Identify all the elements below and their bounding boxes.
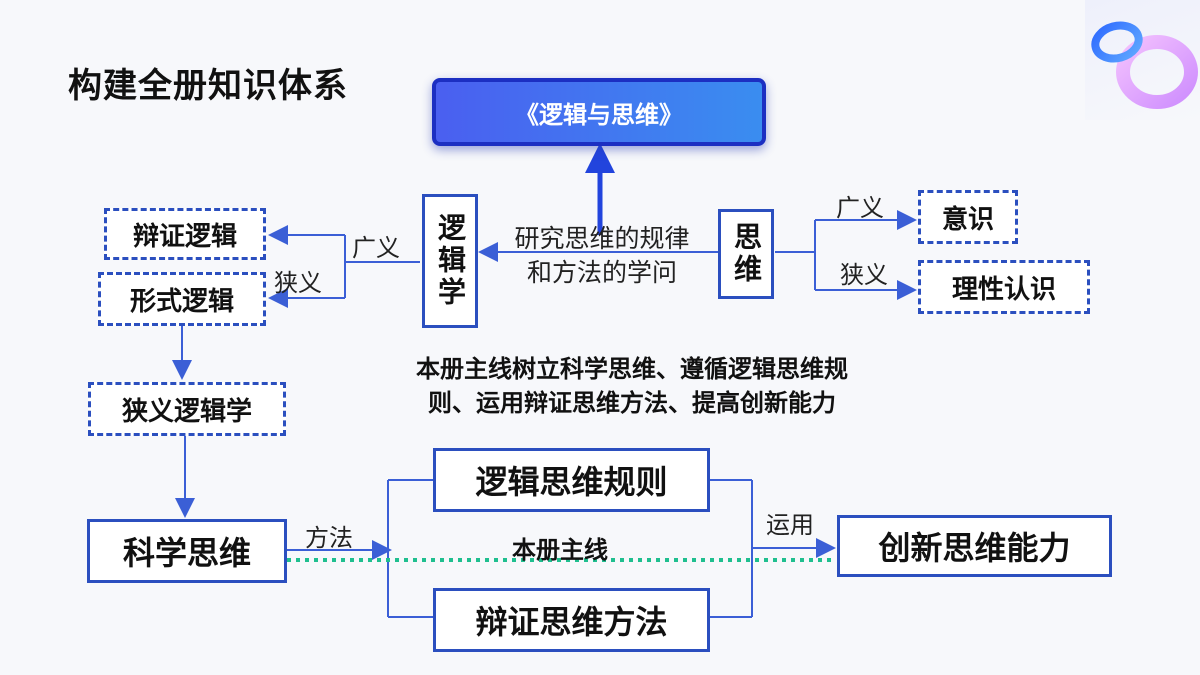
logic-node: 逻辑学 — [422, 194, 478, 328]
page-title: 构建全册知识体系 — [68, 66, 348, 106]
logic-definition-line2: 和方法的学问 — [526, 258, 677, 287]
dialectic-methods-node: 辩证思维方法 — [433, 588, 710, 652]
label-apply: 运用 — [766, 511, 814, 539]
summary-line2: 则、运用辩证思维方法、提高创新能力 — [428, 389, 836, 417]
label-narrow-right: 狭义 — [840, 261, 888, 289]
ring-decoration-icon — [1091, 21, 1198, 109]
summary-text: 本册主线树立科学思维、遵循逻辑思维规 则、运用辩证思维方法、提高创新能力 — [352, 352, 912, 420]
logic-definition-line1: 研究思维的规律 — [514, 224, 690, 253]
label-mainline: 本册主线 — [512, 536, 608, 564]
consciousness-node: 意识 — [918, 190, 1018, 244]
label-method: 方法 — [305, 524, 353, 552]
innovation-node: 创新思维能力 — [837, 515, 1112, 577]
label-broad-right: 广义 — [836, 194, 884, 222]
formal-logic-node: 形式逻辑 — [98, 272, 266, 326]
decorative-ring-area — [1085, 0, 1200, 120]
rational-cognition-node: 理性认识 — [918, 260, 1090, 314]
thinking-node: 思维 — [718, 209, 774, 299]
dialectical-logic-node: 辩证逻辑 — [104, 208, 266, 260]
label-narrow-left: 狭义 — [274, 269, 322, 297]
scientific-thinking-node: 科学思维 — [87, 519, 287, 583]
label-broad-left: 广义 — [352, 234, 400, 262]
logic-definition: 研究思维的规律 和方法的学问 — [496, 222, 708, 290]
narrow-logic-node: 狭义逻辑学 — [88, 382, 286, 436]
book-title-node: 《逻辑与思维》 — [432, 78, 766, 146]
summary-line1: 本册主线树立科学思维、遵循逻辑思维规 — [416, 355, 848, 383]
logic-rules-node: 逻辑思维规则 — [433, 448, 710, 512]
